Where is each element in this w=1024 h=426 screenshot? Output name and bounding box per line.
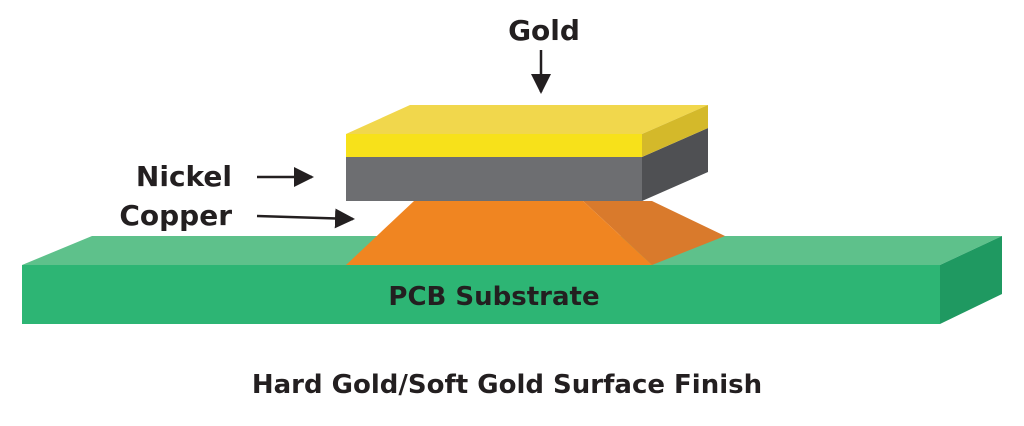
copper-front-face <box>346 201 652 265</box>
gold-front-face <box>346 134 642 157</box>
pcb-substrate-label: PCB Substrate <box>388 282 599 312</box>
copper-layer <box>346 201 725 265</box>
pcb-substrate-layer <box>22 236 1002 324</box>
pcb-substrate-front-face <box>22 265 940 324</box>
gold-layer <box>346 105 708 157</box>
diagram-caption: Hard Gold/Soft Gold Surface Finish <box>252 370 762 400</box>
gold-top-face <box>346 105 708 134</box>
nickel-label: Nickel <box>136 160 232 193</box>
nickel-layer <box>346 128 708 201</box>
pcb-substrate-side-face <box>940 236 1002 324</box>
nickel-side-face <box>642 128 708 201</box>
nickel-front-face <box>346 157 642 201</box>
gold-side-face <box>642 105 708 157</box>
copper-label: Copper <box>119 199 232 232</box>
gold-label: Gold <box>508 14 580 47</box>
copper-right-face <box>583 201 725 265</box>
copper-arrow <box>256 208 355 229</box>
